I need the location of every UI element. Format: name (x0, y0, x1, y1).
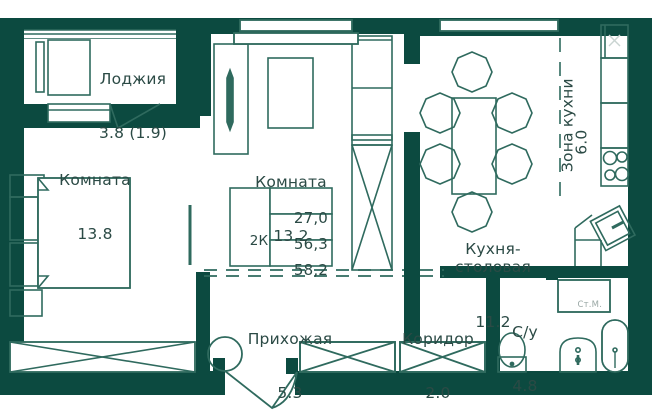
area-table-frame (229, 187, 333, 267)
room-name-bathroom: С/у (512, 322, 538, 341)
washing-machine-text: Ст.М. (577, 300, 603, 311)
room-area-loggia: 3.8 (1.9) (98, 124, 168, 143)
room-area-corridor: 2.0 (425, 384, 451, 403)
room-label-room-mid: Комната 13.2 (226, 136, 356, 282)
room-area-kitchen: 11.2 (475, 312, 511, 331)
room-name-room-mid: Комната (255, 172, 327, 191)
bathroom-walls (546, 266, 558, 280)
room-label-kitchen: Кухня- столовая 11.2 (428, 203, 558, 368)
room-name-room-left: Комната (59, 170, 131, 189)
room-name-kitchen: Кухня- столовая (455, 239, 531, 276)
room-label-corridor: Коридор 2.0 (383, 293, 493, 413)
room-area-bathroom: 4.8 (512, 377, 538, 396)
area-table-value-3: 58,2 (293, 260, 329, 279)
cupboard-x-icon (608, 34, 621, 47)
area-table-row-2: 56,3 (270, 218, 332, 271)
washing-machine-label: Ст.М. (558, 290, 610, 320)
area-table-type-label: 2К (249, 232, 269, 249)
room-name-hall: Прихожая (247, 329, 333, 348)
room-label-loggia: Лоджия 3.8 (1.9) (78, 33, 188, 179)
area-table-type: 2К (230, 218, 270, 266)
room-area-kitchen-zone: 6.0 (572, 129, 591, 155)
room-area-room-mid: 13.2 (273, 227, 309, 246)
room-area-hall: 5.3 (277, 384, 303, 403)
area-table-row-1: 27,0 (270, 192, 332, 245)
openings-layer (204, 269, 486, 410)
area-table-value-1: 27,0 (293, 208, 329, 227)
area-table-value-2: 56,3 (293, 234, 329, 253)
bathroom-fixtures (497, 279, 629, 373)
room-area-kitchen-zone-wrap: 6.0 (555, 97, 610, 207)
room-name-corridor: Коридор (402, 329, 474, 348)
room-area-room-left: 13.8 (77, 225, 113, 244)
room-label-bathroom: С/у 4.8 (485, 286, 565, 413)
room-name-loggia: Лоджия (99, 69, 167, 88)
thin-lines-layer (9, 19, 637, 373)
room-label-hall: Прихожая 5.3 (225, 293, 355, 413)
room-label-room-left: Комната 13.8 (30, 134, 160, 280)
area-table-row-3: 58,2 (270, 244, 332, 297)
